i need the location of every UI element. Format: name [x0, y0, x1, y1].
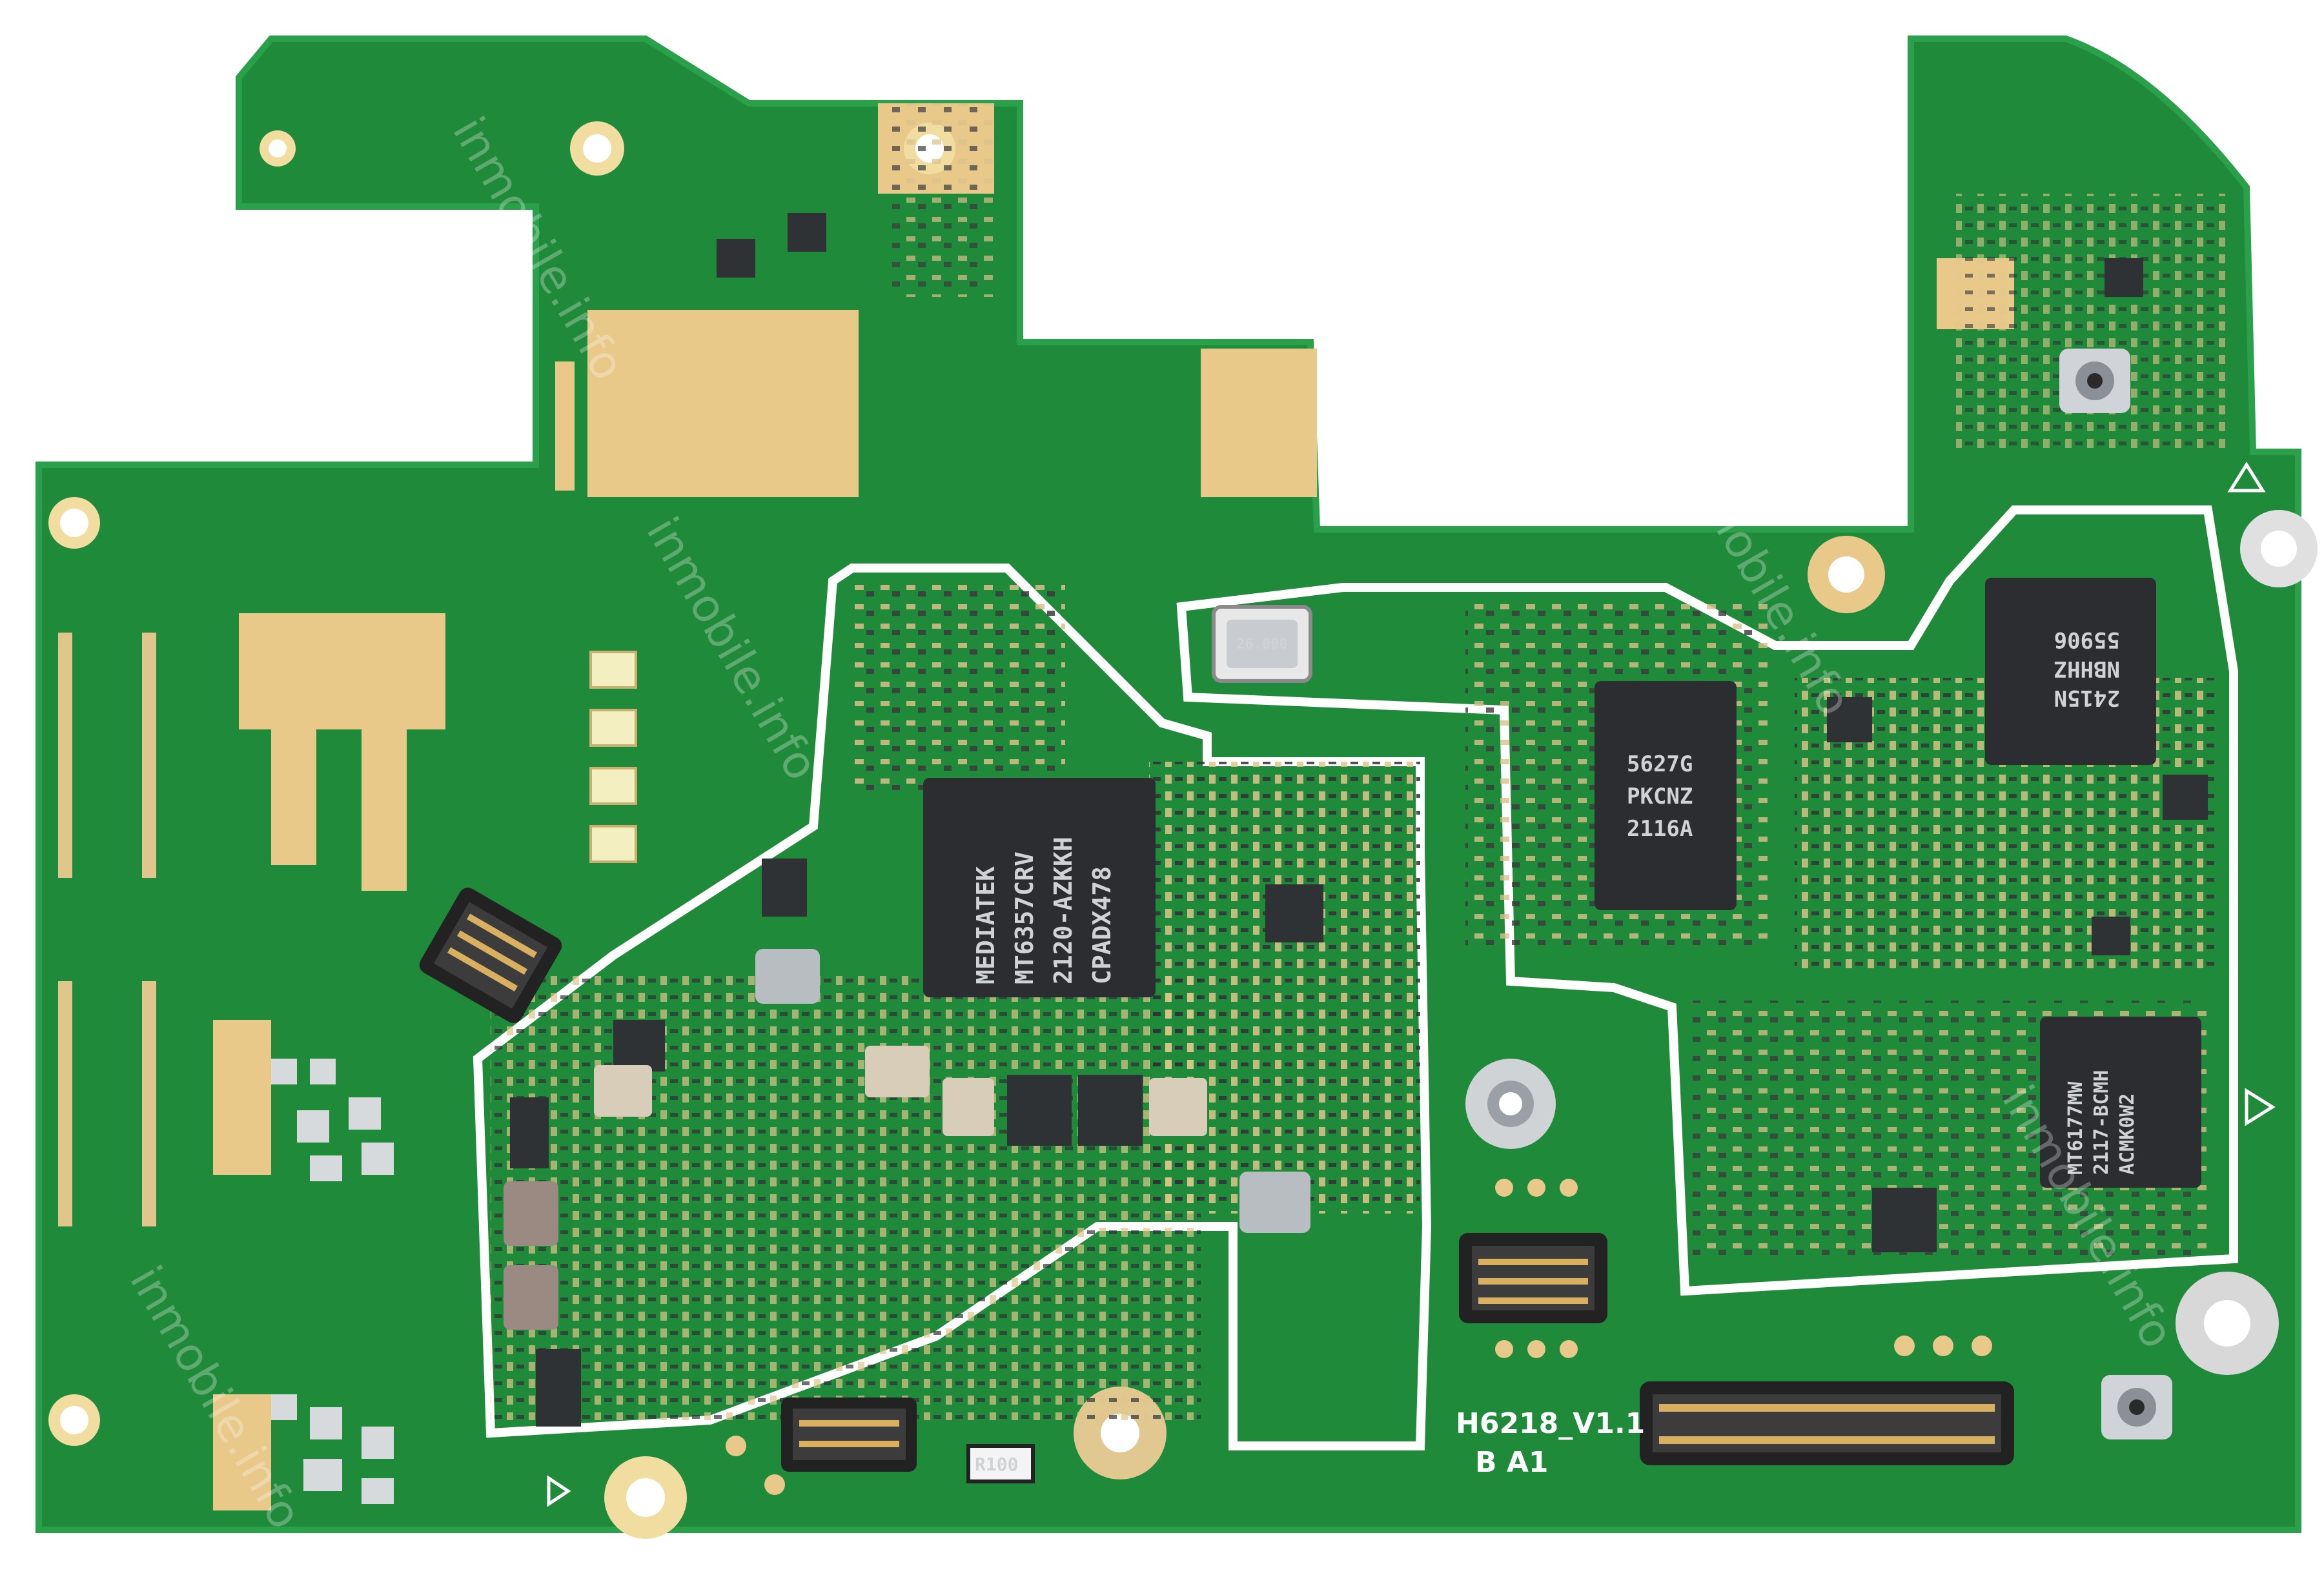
pmic-chip: MEDIATEK MT6357CRV 2120-AZKKH CPADX478 [923, 778, 1156, 997]
fem-chip: 2415N NBHHZ 55906 [1985, 578, 2156, 765]
fpc-connector-bottom-left [781, 1398, 917, 1472]
pmic-line-3: 2120-AZKKH [1049, 837, 1077, 984]
rf-chip: 5627G PKCNZ 2116A [1595, 681, 1737, 910]
triangle-marker-icon [547, 462, 2276, 1507]
mounting-holes [48, 121, 2318, 1539]
rf-line-2: PKCNZ [1627, 784, 1693, 809]
fem-line-3: 55906 [2054, 627, 2120, 653]
pmic-line-4: CPADX478 [1088, 866, 1116, 984]
pcb-board-edge [36, 36, 2301, 1533]
pmic-line-2: MT6357CRV [1010, 851, 1039, 984]
transceiver-chip: MT6177MW 2117-BCMH ACMK0W2 [2040, 1017, 2201, 1188]
left-pin-rows [58, 633, 156, 1226]
fem-line-2: NBHHZ [2054, 656, 2120, 682]
fpc-connector-left [419, 888, 562, 1023]
crystal-oscillator: 26.000 [1212, 605, 1312, 683]
test-points [726, 1179, 1992, 1495]
transceiver-line-3: ACMK0W2 [2116, 1093, 2139, 1175]
board-revision-label: B A1 [1475, 1446, 1549, 1479]
smd-components [491, 103, 2227, 1420]
fem-line-1: 2415N [2054, 685, 2120, 711]
transceiver-line-2: 2117-BCMH [2090, 1070, 2113, 1175]
coax-connectors [2059, 349, 2172, 1439]
board-model-label: H6218_V1.1 [1456, 1407, 1645, 1440]
rf-line-1: 5627G [1627, 751, 1693, 777]
crystal-label: 26.000 [1236, 636, 1287, 653]
fpc-connector-middle [1459, 1233, 1607, 1323]
gold-pads [213, 103, 2014, 1510]
small-ics [510, 213, 2208, 1427]
pmic-line-1: MEDIATEK [972, 866, 1000, 984]
fpc-connector-bottom-wide [1640, 1381, 2014, 1465]
shunt-resistor: R100 [966, 1444, 1035, 1483]
metal-inductors [504, 949, 1310, 1330]
led-pads [589, 651, 637, 863]
rf-line-3: 2116A [1627, 816, 1693, 842]
transceiver-line-1: MT6177MW [2064, 1081, 2087, 1175]
silver-pads [271, 1059, 394, 1504]
resistor-label: R100 [975, 1454, 1018, 1475]
